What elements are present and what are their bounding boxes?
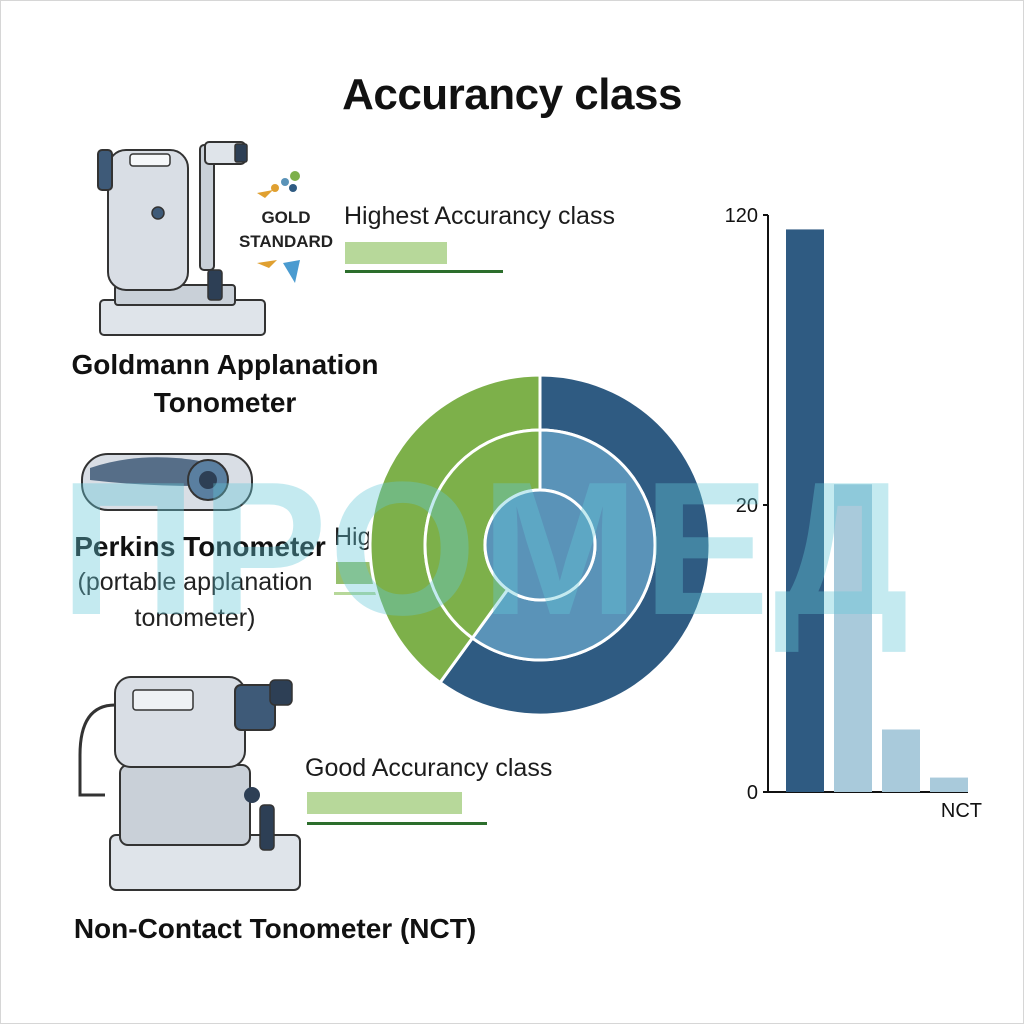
badge-line-2: STANDARD bbox=[238, 232, 334, 251]
perkins-sub-line-2: tonometer) bbox=[134, 604, 256, 632]
accuracy-ring-chart bbox=[368, 373, 712, 717]
x-axis-label: NCT bbox=[941, 800, 982, 822]
page-title: Accurancy class bbox=[342, 70, 682, 119]
nct-label: Non-Contact Tonometer (NCT) bbox=[73, 913, 477, 944]
highest-class-bar bbox=[345, 242, 447, 264]
good-class-label: Good Accurancy class bbox=[305, 754, 553, 782]
perkins-sub-line-1: (portable applanation bbox=[77, 568, 313, 596]
highest-class-underline bbox=[345, 270, 503, 273]
perkins-tonometer-illustration bbox=[81, 453, 253, 511]
badge-line-1: GOLD bbox=[261, 208, 311, 227]
good-class-underline bbox=[307, 822, 487, 825]
bar-1 bbox=[834, 484, 872, 792]
highest-class-label: Highest Accurancy class bbox=[344, 202, 615, 230]
y-tick-label: 20 bbox=[736, 495, 758, 517]
goldmann-label-line-1: Goldmann Applanation bbox=[71, 349, 379, 380]
good-class-bar bbox=[307, 792, 462, 814]
gold-standard-badge: GOLD STANDARD bbox=[236, 206, 336, 254]
bar-2 bbox=[882, 729, 920, 792]
goldmann-label-line-2: Tonometer bbox=[153, 387, 297, 418]
bar-0 bbox=[786, 229, 824, 793]
perkins-label: Perkins Tonometer bbox=[74, 531, 326, 562]
goldmann-label: Goldmann Applanation Tonometer bbox=[60, 346, 390, 422]
gold-standard-badge-icon bbox=[257, 171, 300, 283]
goldmann-tonometer-illustration bbox=[97, 141, 266, 336]
ring-center-disc bbox=[483, 488, 597, 602]
bar-3 bbox=[930, 777, 968, 792]
perkins-sub-label: (portable applanation tonometer) bbox=[40, 564, 350, 636]
y-tick-label: 0 bbox=[747, 782, 758, 804]
y-tick-label: 120 bbox=[725, 205, 758, 227]
nct-illustration bbox=[78, 676, 301, 891]
